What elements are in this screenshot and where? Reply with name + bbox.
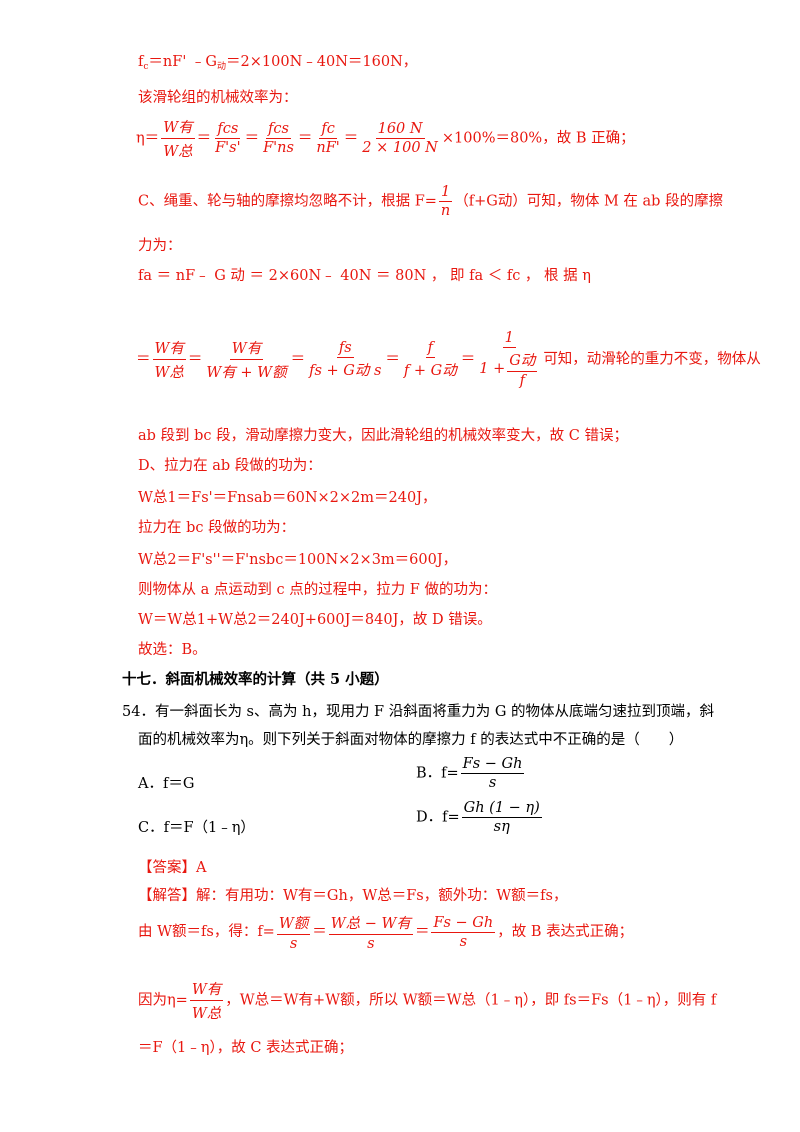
question-line-2: 面的机械效率为η。则下列关于斜面对物体的摩擦力 f 的表达式中不正确的是（ ） [138,732,684,748]
numerator: W总 − W有 [328,912,413,935]
text-efficiency-intro: 该滑轮组的机械效率为： [138,90,298,106]
text-fc-subscript: c [143,62,149,72]
explanation-3-prefix: 因为η= [138,992,188,1009]
text-fc-symbol: f [138,54,144,70]
denominator: W有 + W额 [206,365,287,381]
denominator: F'ns [263,140,294,156]
denominator-prefix: 1 + [479,361,506,377]
text-c-conclusion: ab 段到 bc 段，滑动摩擦力变大，因此滑轮组的机械效率变大，故 C 错误； [138,428,628,444]
numerator: G动 [507,349,538,372]
eta-symbol: η＝ [136,130,160,147]
denominator: s [459,933,468,950]
fraction: fs fs + G动 s [307,340,383,380]
option-b-prefix: B．f= [416,765,459,782]
explanation-line-3: 因为η=W有 W总，W总＝W有+W额，所以 W额＝W总（1﹣η），即 fs＝Fs（… [138,978,716,1023]
text-w-total-2: W总2＝F's''＝F'nsbc＝100N×2×3m＝600J， [138,552,458,568]
denominator: nF' [316,140,340,156]
text-w-total-1: W总1＝Fs'＝Fnsab＝60N×2×2m＝240J， [138,490,437,506]
numerator: f [425,339,435,358]
text-choice: 故选：B。 [138,642,207,658]
denominator: W总 [163,144,193,160]
denominator: W总 [154,365,184,381]
numerator: Fs − Gh [431,914,496,933]
explanation-3-tail: ，W总＝W有+W额，所以 W额＝W总（1﹣η），即 fs＝Fs（1﹣η），则有 … [225,992,717,1009]
question-line-1: 54．有一斜面长为 s、高为 h，现用力 F 沿斜面将重力为 G 的物体从底端匀… [122,704,715,720]
text-fc-end: ＝2×100N﹣40N＝160N， [226,54,418,70]
numerator: 160 N [375,121,425,139]
numerator: Fs − Gh [460,756,525,774]
text-bc-intro: 拉力在 bc 段做的功为： [138,520,296,536]
numerator: 1 [502,330,516,348]
denominator: f + G动 [403,362,457,379]
numerator: W额 [276,912,311,935]
explanation-line-1: 【解答】解：有用功：W有＝Gh，W总＝Fs，额外功：W额＝fs， [138,888,568,904]
denominator: s [289,936,298,952]
option-c: C．f＝F（1﹣η） [138,820,255,836]
option-a: A．f＝G [138,776,195,792]
section-heading: 十七．斜面机械效率的计算（共 5 小题） [122,671,389,688]
explanation-2-prefix: 由 W额＝fs，得：f= [138,924,275,940]
numerator: Gh (1 − η) [461,800,542,818]
equation-tail: 可知，动滑轮的重力不变，物体从 [543,351,761,368]
fraction: f f + G动 [402,340,459,380]
answer-label: 【答案】A [138,860,207,876]
fraction: W有 W有 + W额 [204,337,288,382]
numerator: W有 [161,116,195,139]
numerator: fs [336,339,354,358]
numerator: fcs [266,121,291,139]
denominator: sη [493,819,510,835]
numerator: W有 [229,337,264,360]
denominator: s [488,775,497,791]
fraction: W有 W总 [189,978,224,1023]
fraction: W有 W总 [152,337,186,382]
fraction: Gh (1 − η)sη [461,800,542,835]
text-fa-equation: fa ＝ nF﹣ G 动 ＝ 2×60N﹣ 40N ＝ 80N ， 即 fa ＜… [138,268,591,284]
numerator: fcs [215,121,241,139]
explanation-line-4: ＝F（1﹣η），故 C 表达式正确； [138,1040,354,1056]
text-d-intro: D、拉力在 ab 段做的功为： [138,458,322,474]
denominator: F's' [215,140,241,156]
numerator: 1 [438,184,453,202]
numerator: W有 [189,978,224,1001]
text-fc-subscript-2: 动 [217,62,227,72]
text-line-fc: fc＝nF' ﹣G动＝2×100N﹣40N＝160N， [138,50,417,72]
option-d-prefix: D．f= [416,809,460,826]
text-friction-label: 力为： [138,238,182,254]
text-fc-middle: ＝nF' ﹣G [148,54,217,70]
equation-tail: ×100%＝80%，故 B 正确； [441,130,635,147]
numerator: W有 [152,337,186,360]
text-c-suffix: （f+G动）可知，物体 M 在 ab 段的摩擦 [454,193,724,210]
denominator: W总 [191,1006,222,1022]
text-c-prefix: C、绳重、轮与轴的摩擦均忽略不计，根据 F= [138,193,437,210]
numerator: fc [319,121,337,139]
option-d: D．f=Gh (1 − η)sη [416,800,544,835]
denominator: s [367,936,375,952]
denominator: 2 × 100 N [362,140,438,156]
text-a-to-c: 则物体从 a 点运动到 c 点的过程中，拉力 F 做的功为： [138,582,497,598]
denominator: n [440,203,451,219]
explanation-2-tail: ，故 B 表达式正确； [497,924,634,940]
fraction: W有 W总 [161,116,195,161]
denominator: f [519,373,525,389]
text-w-sum: W＝W总1+W总2＝240J+600J＝840J，故 D 错误。 [138,612,492,628]
denominator: fs + G动 s [309,362,382,379]
